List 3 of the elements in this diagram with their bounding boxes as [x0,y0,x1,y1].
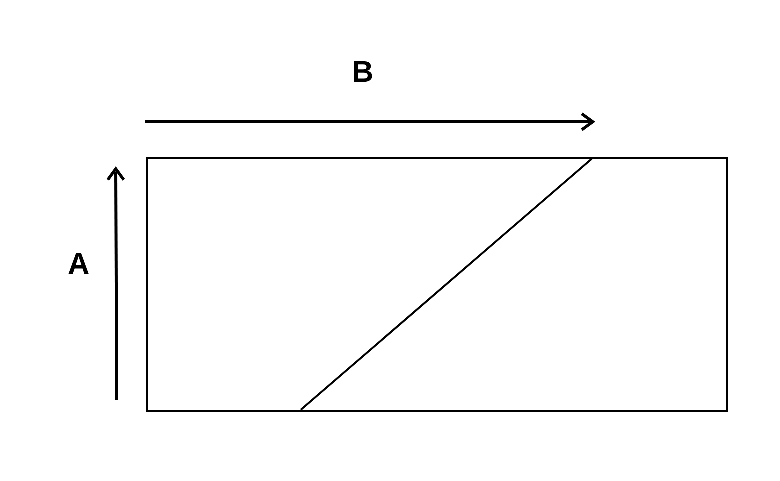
dimension-label: B [352,58,374,88]
dimension-label: A [68,250,90,280]
rectangle-box [146,157,728,412]
